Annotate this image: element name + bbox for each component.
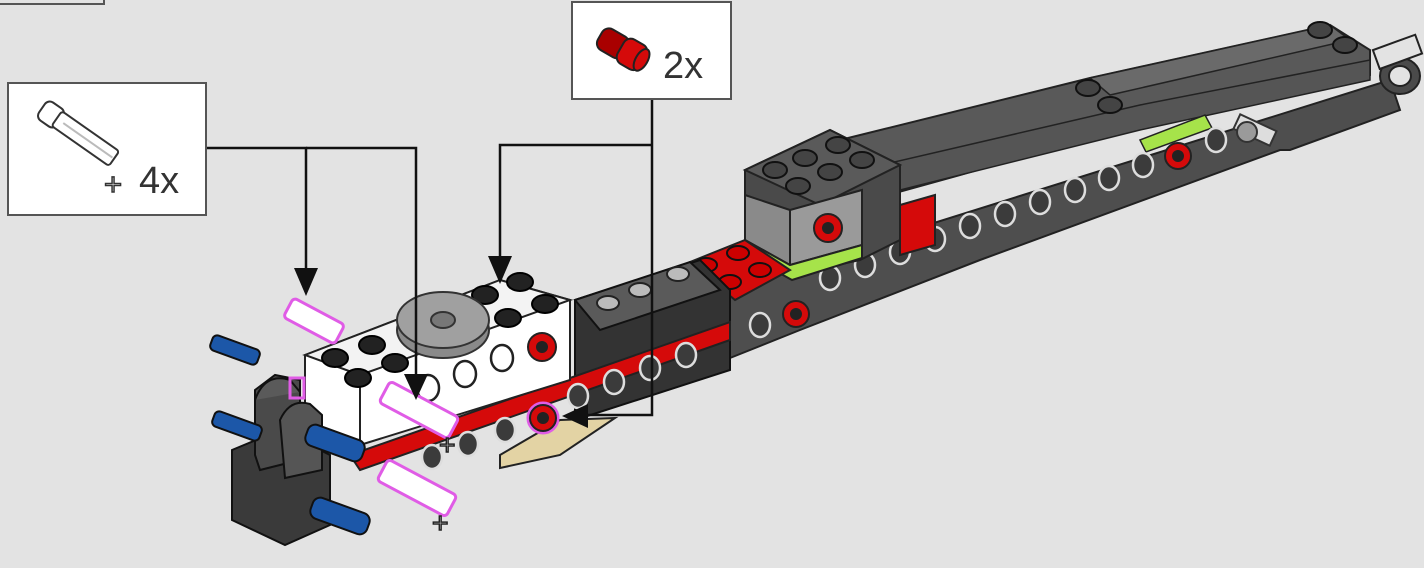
arrow-left [562, 404, 588, 428]
gray-brick-block [742, 21, 1358, 282]
svg-text:+: + [438, 433, 456, 458]
arrow-down [294, 268, 318, 296]
arrow-down [488, 256, 512, 284]
red-pin-target [526, 401, 560, 435]
arrow-heads [294, 256, 588, 428]
white-axle-target [283, 297, 345, 345]
front-connector [231, 373, 331, 547]
svg-text:+: + [431, 511, 449, 536]
pin-quantity: 2x [663, 45, 704, 87]
parts-callout-pin: 2x [571, 1, 732, 100]
white-axle-icon: + [37, 100, 124, 199]
callout-leader-lines [207, 100, 654, 417]
white-axle-target: + [378, 381, 460, 459]
red-pin-placed [1164, 142, 1192, 170]
red-pin-placed [782, 300, 810, 328]
axle-end-right [1232, 112, 1278, 148]
white-axle-target: + [376, 459, 458, 537]
red-pin-icon [595, 27, 651, 72]
parts-callout-axle: + 4x [7, 82, 207, 216]
axle-quantity: 4x [139, 160, 180, 202]
previous-step-frame [0, 0, 105, 5]
arrow-down [404, 374, 428, 400]
blue-pins [209, 334, 371, 536]
svg-text:+: + [103, 170, 123, 198]
gray-turntable [396, 291, 490, 359]
